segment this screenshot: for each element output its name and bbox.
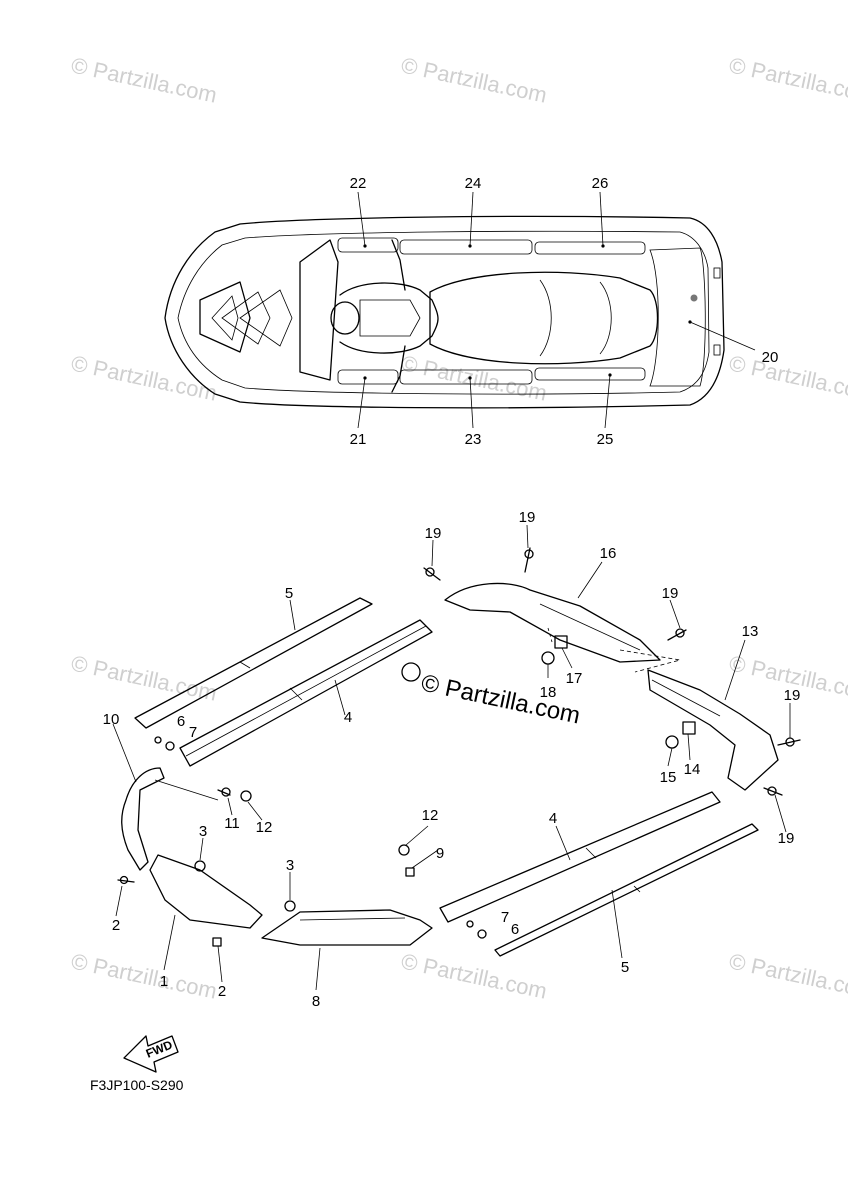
front-cover-10 <box>121 767 165 871</box>
callout-22: 22 <box>350 175 367 192</box>
watermark: © Partzilla.com <box>727 948 848 1003</box>
callout-17: 17 <box>566 670 583 687</box>
callout-10: 10 <box>103 711 120 728</box>
callout-7: 7 <box>189 724 197 741</box>
callout-5: 5 <box>621 959 629 976</box>
rear-rail-13 <box>647 669 779 791</box>
fwd-label: FWD <box>144 1037 175 1060</box>
callout-6: 6 <box>511 921 519 938</box>
callout-2: 2 <box>218 983 226 1000</box>
callout-4: 4 <box>344 709 352 726</box>
watermark: © Partzilla.com <box>399 52 549 107</box>
callout-9: 9 <box>436 845 444 862</box>
callout-1: 1 <box>160 973 168 990</box>
callout-3: 3 <box>286 857 294 874</box>
watercraft-top-view <box>164 191 756 429</box>
callout-19: 19 <box>662 585 679 602</box>
fwd-arrow-icon <box>123 1035 179 1073</box>
callout-19: 19 <box>778 830 795 847</box>
watermark: © Partzilla.com <box>727 350 848 405</box>
callout-23: 23 <box>465 431 482 448</box>
strip-4-lower <box>439 791 721 923</box>
callout-14: 14 <box>684 761 701 778</box>
callout-15: 15 <box>660 769 677 786</box>
callout-3: 3 <box>199 823 207 840</box>
callout-11: 11 <box>224 815 240 832</box>
callout-labels: 22 24 26 20 21 23 25 19 19 16 19 13 19 1… <box>103 175 801 1010</box>
callout-2: 2 <box>112 917 120 934</box>
side-piece-8 <box>261 909 433 946</box>
callout-26: 26 <box>592 175 609 192</box>
callout-20: 20 <box>762 349 779 366</box>
center-watermark: © Partzilla.com <box>419 669 583 729</box>
watermark: © Partzilla.com <box>399 948 549 1003</box>
callout-8: 8 <box>312 993 320 1010</box>
callout-12: 12 <box>256 819 273 836</box>
callout-25: 25 <box>597 431 614 448</box>
callout-5: 5 <box>285 585 293 602</box>
callout-19: 19 <box>784 687 801 704</box>
watermark: © Partzilla.com <box>69 52 219 107</box>
strip-5-upper <box>134 597 373 729</box>
callout-13: 13 <box>742 623 759 640</box>
callout-4: 4 <box>549 810 557 827</box>
watermark: © Partzilla.com <box>69 650 219 705</box>
callout-16: 16 <box>600 545 617 562</box>
strip-5-lower <box>494 823 759 957</box>
callout-19: 19 <box>425 525 442 542</box>
watermark: © Partzilla.com <box>69 350 219 405</box>
callout-7: 7 <box>501 909 509 926</box>
callout-24: 24 <box>465 175 482 192</box>
watermark: © Partzilla.com <box>727 52 848 107</box>
callout-12: 12 <box>422 807 439 824</box>
watermark-group: © Partzilla.com © Partzilla.com © Partzi… <box>69 52 848 1003</box>
strip-4-upper <box>179 619 433 767</box>
callout-21: 21 <box>350 431 367 448</box>
watermark: © Partzilla.com <box>69 948 219 1003</box>
callout-19: 19 <box>519 509 536 526</box>
front-piece-1 <box>149 854 263 929</box>
rear-rail-16 <box>444 582 661 663</box>
callout-18: 18 <box>540 684 557 701</box>
figure-code: F3JP100-S290 <box>90 1077 184 1093</box>
exploded-parts <box>112 524 801 1073</box>
callout-6: 6 <box>177 713 185 730</box>
